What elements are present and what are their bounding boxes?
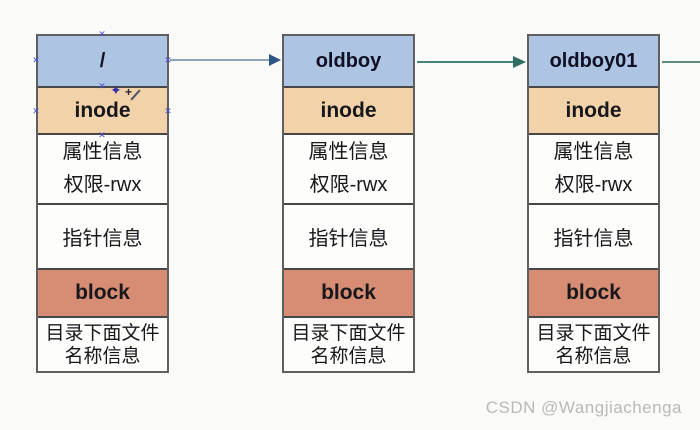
sparkle-cursor-icon: ✦: [110, 82, 122, 98]
dir-line-1: 目录下面文件: [291, 322, 406, 344]
inode-cell[interactable]: inode: [284, 86, 413, 133]
attr-cell[interactable]: 属性信息 权限-rwx: [529, 133, 658, 203]
selection-handle-icon[interactable]: ✕: [98, 81, 106, 91]
dir-line-2: 名称信息: [310, 345, 387, 367]
dir-files-cell[interactable]: 目录下面文件 名称信息: [38, 316, 167, 371]
dir-line-1: 目录下面文件: [45, 322, 160, 344]
directory-box-oldboy01[interactable]: oldboy01 inode 属性信息 权限-rwx 指针信息 block 目录…: [527, 34, 660, 373]
dir-files-cell[interactable]: 目录下面文件 名称信息: [529, 316, 658, 371]
box-header-cell[interactable]: oldboy01: [529, 36, 658, 86]
pointer-cell[interactable]: 指针信息: [284, 203, 413, 268]
pointer-cell[interactable]: 指针信息: [529, 203, 658, 268]
selection-handle-icon[interactable]: ✕: [98, 130, 106, 140]
dir-files-cell[interactable]: 目录下面文件 名称信息: [284, 316, 413, 371]
arrowhead-oldboy-to-oldboy01-icon: [513, 56, 526, 68]
block-cell[interactable]: block: [38, 268, 167, 316]
box-header-cell[interactable]: /: [38, 36, 167, 86]
dir-line-1: 目录下面文件: [536, 322, 651, 344]
dir-line-2: 名称信息: [64, 345, 141, 367]
attr-line-2: 权限-rwx: [554, 174, 633, 196]
selection-handle-icon[interactable]: ✕: [32, 106, 40, 116]
block-cell[interactable]: block: [529, 268, 658, 316]
attr-line-1: 属性信息: [308, 141, 389, 163]
attr-cell[interactable]: 属性信息 权限-rwx: [284, 133, 413, 203]
watermark: CSDN @Wangjiachenga: [485, 398, 682, 417]
attr-cell[interactable]: 属性信息 权限-rwx: [38, 133, 167, 203]
directory-box-root[interactable]: / inode 属性信息 权限-rwx 指针信息 block 目录下面文件 名称…: [36, 34, 169, 373]
block-cell[interactable]: block: [284, 268, 413, 316]
attr-line-2: 权限-rwx: [63, 174, 142, 196]
inode-cell[interactable]: inode: [529, 86, 658, 133]
arrowhead-root-to-oldboy-icon: [269, 54, 281, 66]
selection-handle-icon[interactable]: ✕: [98, 29, 106, 39]
box-header-cell[interactable]: oldboy: [284, 36, 413, 86]
inode-cell[interactable]: inode: [38, 86, 167, 133]
attr-line-2: 权限-rwx: [309, 174, 388, 196]
selection-handle-icon[interactable]: ✕: [164, 55, 172, 65]
plus-cursor-icon: +: [125, 85, 133, 99]
pointer-cell[interactable]: 指针信息: [38, 203, 167, 268]
attr-line-1: 属性信息: [62, 141, 143, 163]
selection-handle-icon[interactable]: ✕: [164, 106, 172, 116]
attr-line-1: 属性信息: [553, 141, 634, 163]
dir-line-2: 名称信息: [555, 345, 632, 367]
selection-handle-icon[interactable]: ✕: [32, 55, 40, 65]
directory-box-oldboy[interactable]: oldboy inode 属性信息 权限-rwx 指针信息 block 目录下面…: [282, 34, 415, 373]
